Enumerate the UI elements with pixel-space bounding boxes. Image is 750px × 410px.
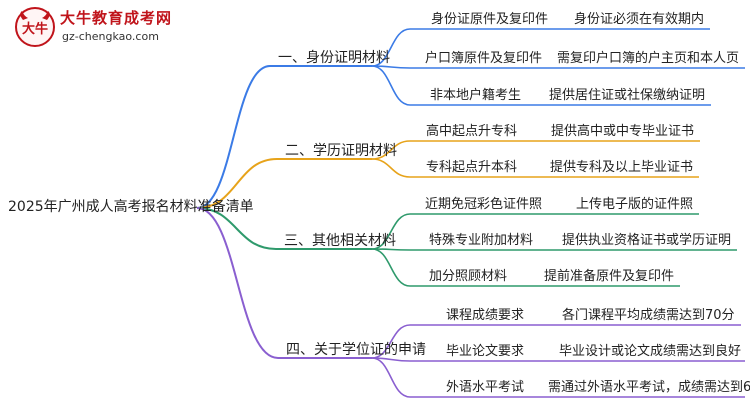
- root-branch-connector: [196, 65, 271, 209]
- branch-item-connector: [371, 65, 411, 106]
- logo-url: gz-chengkao.com: [62, 30, 159, 43]
- branch-item-connector: [371, 213, 411, 250]
- item-label[interactable]: 近期免冠彩色证件照: [425, 197, 543, 212]
- item-note: 上传电子版的证件照: [576, 197, 694, 212]
- root-branch-connector: [196, 158, 278, 209]
- branch-identity-docs[interactable]: 一、身份证明材料: [278, 50, 390, 66]
- item-label[interactable]: 外语水平考试: [446, 380, 525, 395]
- item-note: 提供高中或中专毕业证书: [551, 124, 695, 139]
- item-label[interactable]: 专科起点升本科: [426, 160, 518, 175]
- item-label[interactable]: 毕业论文要求: [446, 344, 525, 359]
- branch-other-docs[interactable]: 三、其他相关材料: [284, 233, 396, 249]
- item-label[interactable]: 加分照顾材料: [429, 269, 508, 284]
- branch-item-connector: [371, 140, 411, 160]
- item-label[interactable]: 身份证原件及复印件: [431, 12, 549, 27]
- logo-name: 大牛教育成考网: [60, 9, 173, 27]
- root-branch-connector: [196, 207, 277, 250]
- site-logo[interactable]: 大牛 大牛教育成考网 gz-chengkao.com: [14, 6, 184, 54]
- item-note: 身份证必须在有效期内: [574, 12, 705, 27]
- root-branch-connector: [196, 207, 279, 359]
- item-label[interactable]: 特殊专业附加材料: [429, 233, 534, 248]
- item-note: 各门课程平均成绩需达到70分: [562, 308, 735, 323]
- cow-logo-icon: 大牛: [15, 7, 55, 47]
- branch-item-connector: [371, 248, 411, 287]
- branch-item-connector: [371, 158, 411, 178]
- mindmap-root[interactable]: 2025年广州成人高考报名材料准备清单: [8, 199, 254, 215]
- item-note: 需复印户口簿的户主页和本人页: [557, 51, 740, 66]
- item-note: 提供执业资格证书或学历证明: [562, 233, 732, 248]
- item-note: 提供居住证或社保缴纳证明: [549, 88, 706, 103]
- item-label[interactable]: 高中起点升专科: [426, 124, 518, 139]
- item-note: 毕业设计或论文成绩需达到良好: [559, 344, 742, 359]
- branch-item-connector: [371, 324, 411, 359]
- branch-item-connector: [371, 28, 411, 67]
- item-label[interactable]: 户口簿原件及复印件: [425, 51, 543, 66]
- branch-item-connector: [371, 357, 411, 398]
- item-label[interactable]: 课程成绩要求: [446, 308, 525, 323]
- branch-education-docs[interactable]: 二、学历证明材料: [285, 143, 397, 159]
- item-note: 提供专科及以上毕业证书: [550, 160, 694, 175]
- item-note: 提前准备原件及复印件: [544, 269, 675, 284]
- item-label[interactable]: 非本地户籍考生: [430, 88, 522, 103]
- item-note: 需通过外语水平考试，成绩需达到60分: [548, 380, 750, 395]
- logo-mark-text: 大牛: [22, 21, 48, 37]
- branch-degree-application[interactable]: 四、关于学位证的申请: [286, 342, 426, 358]
